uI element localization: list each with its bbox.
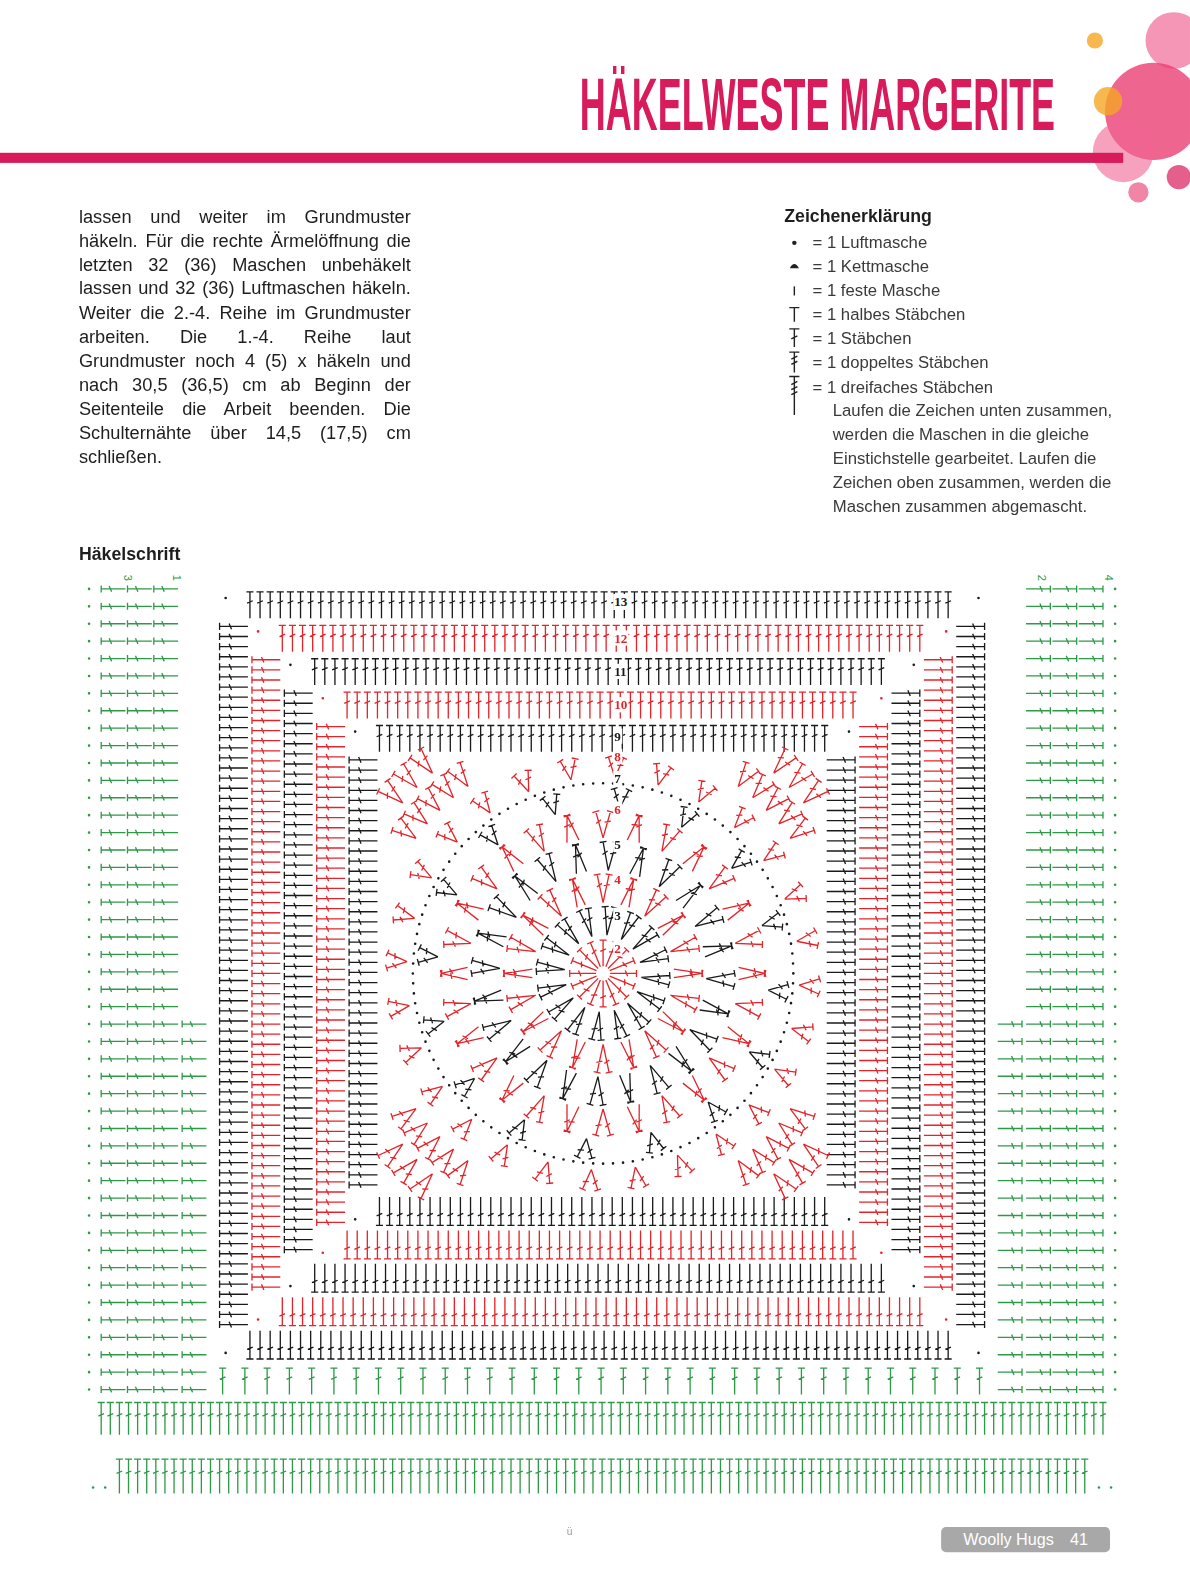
stitch-chart [88,585,1117,1493]
body-text: lassen und weiter im Grundmuster häkeln.… [79,205,411,469]
round-number: 7 [613,771,622,786]
round-number: 6 [613,801,622,816]
paint-splash [1087,12,1190,202]
stitch-symbols [98,585,1107,1493]
page-number: 41 [1070,1530,1088,1548]
legend-entry: = 1 halbes Stäbchen [813,303,966,325]
legend-entry: = 1 Stäbchen [813,327,912,349]
round-number: 10 [613,697,628,712]
round-number: 8 [613,749,622,764]
row-number: 1 [171,574,183,582]
row-number: 4 [1103,574,1115,582]
round-number: 2 [613,941,622,956]
stitch-symbols [252,625,952,1325]
legend-note: Laufen die Zeichen unten zusammen, werde… [833,399,1128,519]
round-number: 13 [613,594,628,609]
round-number: 11 [613,664,627,679]
chain-dots [257,630,948,1321]
stitch-symbols [220,592,985,1359]
page-title: HÄKELWESTE MARGERITE [580,67,1055,142]
round-number: 9 [613,729,622,744]
page-footer-box: Woolly Hugs 41 [941,1527,1110,1552]
legend-entry: = 1 Luftmasche [813,231,928,253]
round-number: 4 [613,872,622,887]
legend-entry: = 1 Kettmasche [813,255,929,277]
chart-heading: Häkelschrift [79,543,180,564]
legend-entry: = 1 doppeltes Stäbchen [813,351,989,373]
legend-heading: Zeichenerklärung [784,205,932,226]
chain-dots [224,597,979,1355]
round-number: 3 [613,908,622,923]
legend-entry: = 1 feste Masche [813,279,941,301]
legend-entry: = 1 dreifaches Stäbchen [813,375,994,397]
row-number: 2 [1036,574,1048,582]
page-mark: ü [567,1526,573,1537]
round-number: 5 [613,837,622,852]
chain-dots [88,588,1117,1489]
header-rule [0,153,1123,163]
footer-title: Woolly Hugs [963,1530,1054,1548]
round-number: 12 [613,630,628,645]
legend-symbols [789,241,799,415]
row-number: 3 [121,574,133,582]
